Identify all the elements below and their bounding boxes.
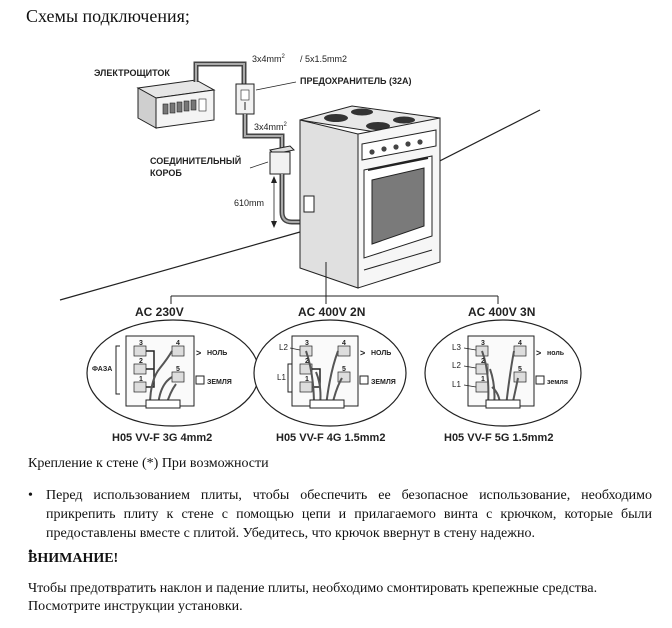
svg-text:>: > [536,348,541,358]
terminal-5: 5 [176,366,180,373]
l2-mark: L2 [452,361,461,370]
earth-label: земля [547,379,568,386]
bullet-icon: • [28,488,33,503]
terminal-5: 5 [518,366,522,373]
scheme-cable: H05 VV-F 3G 4mm2 [112,432,212,444]
l2-mark: L2 [279,343,288,352]
wiring-diagram: ЭЛЕКТРОЩИТОК 3x4mm2 / 5x1.5mm2 ПРЕДОХРАН… [59,54,582,444]
page-heading: Схемы подключения; [26,6,190,26]
scheme-title: AC 400V 2N [298,305,365,319]
list-item: • [28,543,652,560]
stove-icon [299,105,441,289]
terminal-3: 3 [481,340,485,347]
scheme-cable: H05 VV-F 4G 1.5mm2 [276,432,385,444]
terminal-4: 4 [176,340,180,347]
list-item: • Перед использованием плиты, чтобы обес… [28,486,652,543]
junction-label-1: СОЕДИНИТЕЛЬНЫЙ [150,155,241,166]
floor-line-left [59,231,301,301]
scheme-title: AC 400V 3N [468,305,535,319]
scheme-cable: H05 VV-F 5G 1.5mm2 [444,432,553,444]
terminal-3: 3 [139,340,143,347]
svg-text:>: > [196,348,201,358]
height-label: 610mm [234,198,264,208]
terminal-1: 1 [305,376,309,383]
terminal-2: 2 [139,358,143,365]
terminal-2: 2 [481,358,485,365]
fuse-icon [235,83,255,115]
neutral-label: НОЛЬ [371,350,391,357]
instruction-list: • Перед использованием плиты, чтобы обес… [28,486,652,560]
terminal-5: 5 [342,366,346,373]
fuse-label: ПРЕДОХРАНИТЕЛЬ (32A) [300,76,412,86]
junction-box-icon [268,145,296,175]
l1-mark: L1 [452,380,461,389]
cable-top-alt-label: / 5x1.5mm2 [300,54,347,64]
cable-mid-label: 3x4mm2 [254,122,288,132]
scheme-title: AC 230V [135,305,184,319]
height-dimension [271,176,277,228]
phase-label: ФАЗА [92,366,112,373]
junction-label-2: КОРОБ [150,168,182,178]
terminal-4: 4 [518,340,522,347]
neutral-label: ноль [547,350,565,357]
panel-label: ЭЛЕКТРОЩИТОК [94,68,170,78]
scheme-ac-230v: AC 230V 3 2 1 4 5 ФАЗА > НОЛЬ ЗЕМЛЯ H05 … [86,305,260,444]
neutral-label: НОЛЬ [207,350,227,357]
terminal-3: 3 [305,340,309,347]
terminal-2: 2 [305,358,309,365]
earth-label: ЗЕМЛЯ [207,379,232,386]
scheme-connector-lines [170,262,499,304]
l1-mark: L1 [277,373,286,382]
cable-top-label: 3x4mm2 [252,54,286,64]
warning-text: Чтобы предотвратить наклон и падение пли… [28,581,598,614]
terminal-1: 1 [481,376,485,383]
l3-mark: L3 [452,343,461,352]
terminal-1: 1 [139,376,143,383]
scheme-ac-400v-3n: AC 400V 3N 3 2 1 4 5 L3 L2 L1 > ноль зем… [424,305,582,444]
svg-text:>: > [360,348,365,358]
warning-heading: ВНИМАНИЕ! [28,551,119,566]
scheme-ac-400v-2n: AC 400V 2N 3 2 1 4 5 L2 L1 > НОЛЬ ЗЕМЛЯ … [253,305,407,444]
electrical-panel-icon [136,79,216,129]
earth-label: ЗЕМЛЯ [371,379,396,386]
bullet-icon: • [28,545,33,560]
terminal-4: 4 [342,340,346,347]
list-item-text: Перед использованием плиты, чтобы обеспе… [46,488,652,541]
wall-mount-caption: Крепление к стене (*) При возможности [28,456,269,471]
cable-panel-to-fuse [193,61,247,84]
